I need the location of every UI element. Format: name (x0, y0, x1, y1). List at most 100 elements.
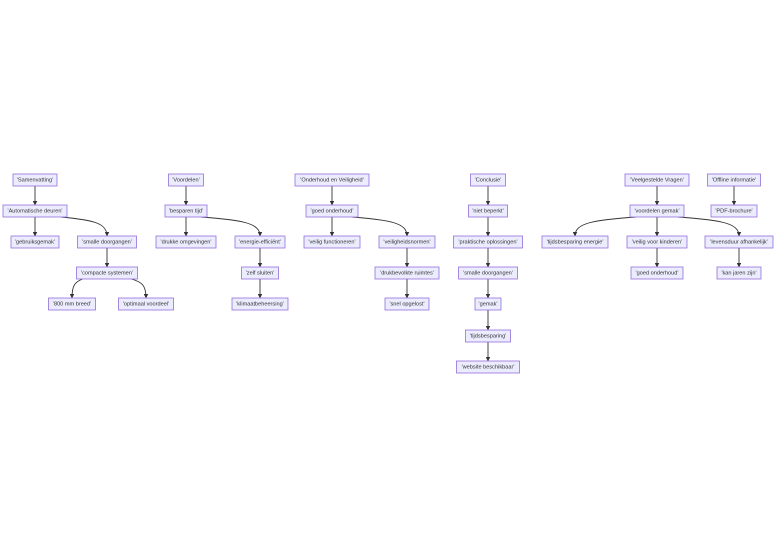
node-o3: 'veilig functioneren' (303, 235, 361, 249)
node-c7: 'website beschikbaar' (456, 360, 520, 374)
node-label: 'Samenvatting' (17, 177, 53, 183)
node-label: 'Offline informatie' (712, 177, 756, 183)
node-label: 'optimaal voordeel' (123, 301, 169, 307)
node-box (630, 266, 684, 280)
node-box (474, 297, 502, 311)
node-box (468, 204, 508, 218)
node-label: 'drukke omgevingen' (161, 239, 212, 245)
node-box (12, 173, 58, 187)
node-f1: 'Veelgestelde Vragen' (624, 173, 690, 187)
node-box (707, 173, 761, 187)
node-label: 'drukbevolkte ruimtes' (380, 270, 434, 276)
node-o5: 'drukbevolkte ruimtes' (374, 266, 440, 280)
node-box (77, 235, 137, 249)
node-box (458, 266, 518, 280)
node-label: 'Onderhoud en Veiligheid' (300, 177, 363, 183)
node-n6: '800 mm breed' (48, 297, 96, 311)
node-label: 'smalle doorgangen' (463, 270, 513, 276)
node-v5: 'zelf sluiten' (241, 266, 279, 280)
node-p1: 'Offline informatie' (707, 173, 761, 187)
node-v3: 'drukke omgevingen' (155, 235, 217, 249)
node-n1: 'Samenvatting' (12, 173, 58, 187)
node-label: 'tijdsbesparing energie' (547, 239, 604, 245)
node-label: 'Automatische deuren' (8, 208, 63, 214)
node-o1: 'Onderhoud en Veiligheid' (294, 173, 370, 187)
node-n2: 'Automatische deuren' (2, 204, 68, 218)
node-label: 'veilig voor kinderen' (632, 239, 682, 245)
node-box (453, 235, 523, 249)
node-c5: 'gemak' (474, 297, 502, 311)
node-box (541, 235, 609, 249)
node-label: 'snel opgelost' (389, 301, 424, 307)
node-box (629, 204, 685, 218)
node-o4: 'veiligheidsnormen' (378, 235, 436, 249)
node-box (704, 235, 774, 249)
edge-arrow (200, 216, 263, 237)
node-n4: 'smalle doorgangen' (77, 235, 137, 249)
node-box (76, 266, 138, 280)
node-box (305, 204, 359, 218)
node-label: 'levensduur afhankelijk' (710, 239, 768, 245)
node-v2: 'besparen tijd' (164, 204, 208, 218)
node-label: 'Conclusie' (475, 177, 502, 183)
edge-arrow (131, 278, 149, 299)
node-c6: 'tijdsbesparing' (465, 329, 511, 343)
node-box (234, 235, 286, 249)
node-label: 'gemak' (479, 301, 498, 307)
node-box (384, 297, 430, 311)
node-box (231, 297, 289, 311)
node-v4: 'energie-efficiënt' (234, 235, 286, 249)
node-c3: 'praktische oplossingen' (453, 235, 523, 249)
node-box (2, 204, 68, 218)
node-box (10, 235, 60, 249)
node-label: 'Veelgestelde Vragen' (630, 177, 684, 183)
node-box (465, 329, 511, 343)
node-label: 'zelf sluiten' (246, 270, 275, 276)
node-box (716, 266, 762, 280)
node-label: 'energie-efficiënt' (239, 239, 281, 245)
node-f4: 'veilig voor kinderen' (626, 235, 688, 249)
node-box (374, 266, 440, 280)
node-c1: 'Conclusie' (470, 173, 506, 187)
node-label: 'besparen tijd' (169, 208, 203, 214)
node-box (378, 235, 436, 249)
node-label: 'voordelen gemak' (634, 208, 679, 214)
node-label: 'gebruiksgemak' (15, 239, 55, 245)
edge-arrow (572, 216, 637, 237)
node-label: 'veiligheidsnormen' (383, 239, 430, 245)
node-c4: 'smalle doorgangen' (458, 266, 518, 280)
node-label: 'PDF-brochure' (715, 208, 752, 214)
node-label: 'goed onderhoud' (636, 270, 679, 276)
node-box (626, 235, 688, 249)
node-box (456, 360, 520, 374)
node-box (241, 266, 279, 280)
node-v6: 'klimaatbeheersing' (231, 297, 289, 311)
node-f3: 'tijdsbesparing energie' (541, 235, 609, 249)
node-box (164, 204, 208, 218)
node-box (155, 235, 217, 249)
edge-arrow (351, 216, 410, 237)
node-box (48, 297, 96, 311)
node-o6: 'snel opgelost' (384, 297, 430, 311)
node-box (168, 173, 204, 187)
node-o2: 'goed onderhoud' (305, 204, 359, 218)
node-label: '800 mm breed' (53, 301, 91, 307)
node-label: 'compacte systemen' (81, 270, 133, 276)
node-n5: 'compacte systemen' (76, 266, 138, 280)
node-n7: 'optimaal voordeel' (118, 297, 174, 311)
node-label: 'Voordelen' (172, 177, 199, 183)
node-c2: 'niet beperkt' (468, 204, 508, 218)
node-label: 'website beschikbaar' (462, 364, 515, 370)
node-box (294, 173, 370, 187)
node-box (710, 204, 758, 218)
node-label: 'niet beperkt' (472, 208, 503, 214)
node-n3: 'gebruiksgemak' (10, 235, 60, 249)
node-box (303, 235, 361, 249)
node-f5: 'goed onderhoud' (630, 266, 684, 280)
node-v1: 'Voordelen' (168, 173, 204, 187)
node-label: 'klimaatbeheersing' (236, 301, 284, 307)
node-box (470, 173, 506, 187)
node-box (118, 297, 174, 311)
node-p2: 'PDF-brochure' (710, 204, 758, 218)
node-label: 'veilig functioneren' (308, 239, 355, 245)
